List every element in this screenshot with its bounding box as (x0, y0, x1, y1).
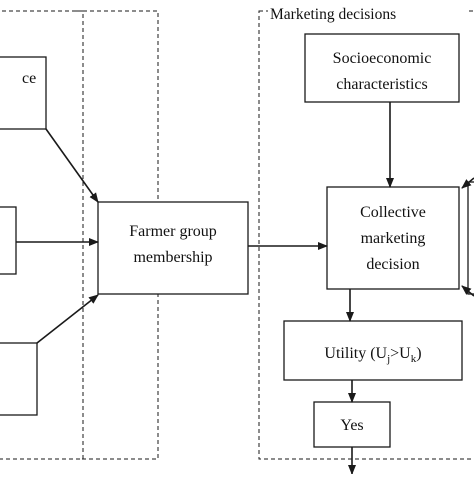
utility-subscript-k: k (411, 353, 417, 365)
utility-subscript-j: j (386, 353, 390, 365)
middle-dashed-region (76, 10, 159, 460)
socioeconomic-line-1: Socioeconomic (333, 50, 432, 67)
right-partial-box (467, 181, 474, 295)
left-bottom-box (0, 342, 38, 416)
utility-greater-than: >U (390, 345, 411, 362)
farmer-group-line-1: Farmer group (129, 223, 217, 240)
arrow-right-bottom-to-collective (461, 285, 474, 297)
yes-label: Yes (340, 417, 363, 434)
marketing-decisions-title: Marketing decisions (270, 6, 396, 23)
farmer-group-membership-box (97, 201, 249, 295)
collective-line-3: decision (366, 256, 419, 273)
left-top-box (0, 56, 47, 130)
farmer-group-line-2: membership (133, 249, 212, 266)
left-top-box-label: ce (22, 70, 36, 87)
utility-close-paren: ) (416, 345, 421, 362)
left-dashed-region (0, 10, 84, 460)
collective-line-2: marketing (361, 230, 426, 247)
utility-label: Utility (Uj>Uk) (324, 345, 421, 365)
left-middle-box (0, 206, 17, 275)
arrow-right-top-to-collective (461, 177, 474, 189)
arrow-left-bottom-to-farmer-group (36, 294, 99, 344)
utility-text: Utility (U (324, 345, 387, 362)
arrow-left-top-to-farmer-group (45, 128, 99, 203)
collective-line-1: Collective (360, 204, 426, 221)
socioeconomic-characteristics-box (304, 33, 460, 103)
collective-marketing-decision-box (326, 186, 460, 290)
marketing-title-bg (268, 2, 468, 24)
socioeconomic-line-2: characteristics (336, 76, 428, 93)
utility-box (283, 320, 463, 381)
